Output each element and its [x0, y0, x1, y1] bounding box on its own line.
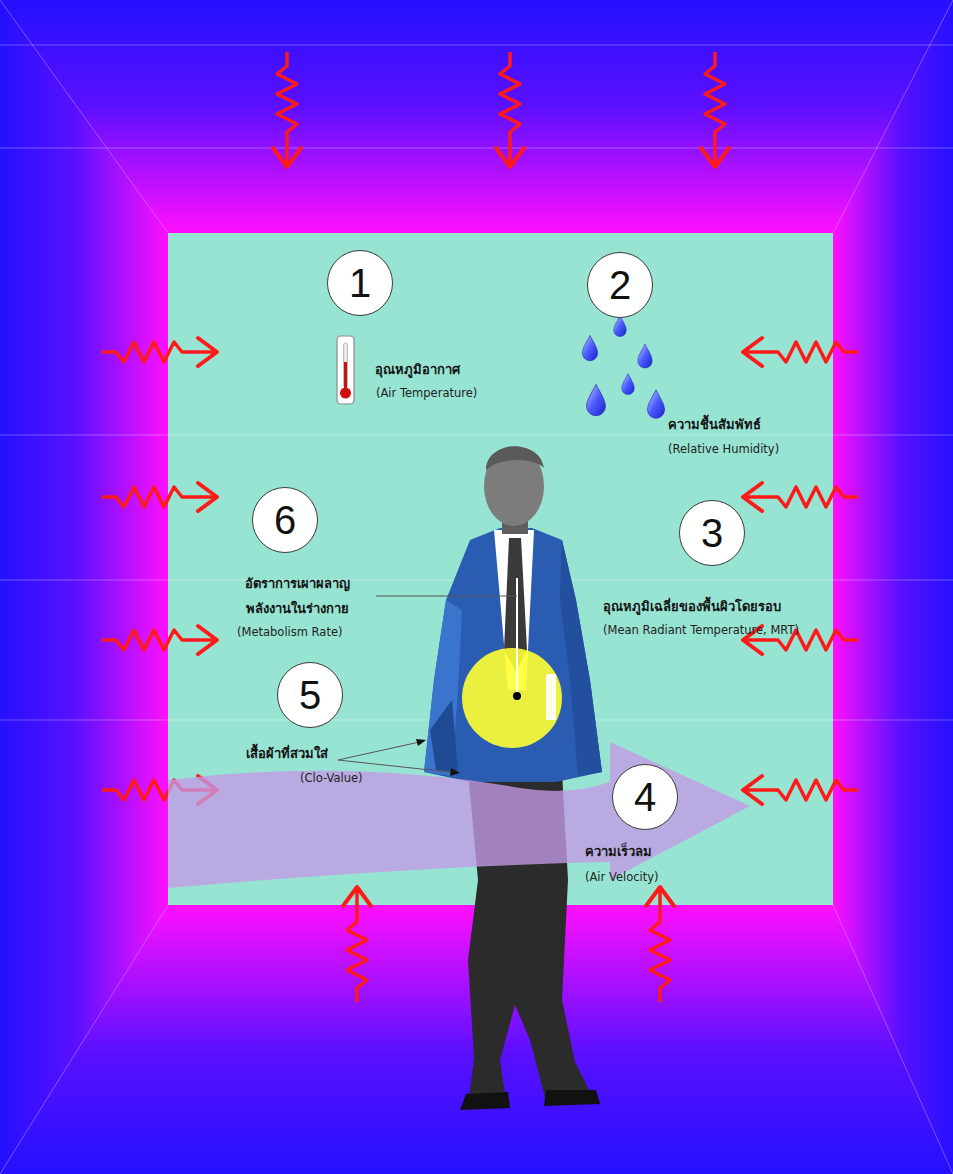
english-label: (Metabolism Rate): [237, 623, 342, 641]
thermometer-icon: [337, 336, 354, 404]
thai-label: ความเร็วลม: [585, 839, 652, 864]
callout-number: 6: [274, 500, 296, 540]
thai-label: ความชื้นสัมพัทธ์: [668, 412, 761, 437]
callout-circle: 2: [587, 252, 653, 318]
thai-label: เสื้อผ้าที่สวมใส่: [246, 741, 328, 766]
thai-label: อุณหภูมิเฉลี่ยของพื้นผิวโดยรอบ: [603, 594, 781, 619]
air-flow-arrow: [168, 742, 750, 888]
english-label: (Mean Radiant Temperature, MRT): [603, 621, 799, 639]
callout-number: 5: [299, 675, 321, 715]
right-wall: [833, 0, 953, 1174]
ceiling-wall: [0, 0, 953, 233]
leader-lines: [338, 596, 517, 773]
thai-label: อุณหภูมิอากาศ: [375, 357, 460, 382]
thai-label: อัตราการเผาผลาญ พลังงานในร่างกาย: [236, 571, 358, 621]
callout-number: 1: [349, 263, 371, 303]
callout-circle: 3: [679, 500, 745, 566]
heat-radiation-arrows: [102, 52, 858, 1002]
callout-number: 4: [634, 777, 656, 817]
english-label: (Relative Humidity): [668, 440, 779, 458]
english-label: (Air Velocity): [585, 868, 659, 886]
humidity-drops: [582, 316, 664, 419]
callout-circle: 1: [327, 250, 393, 316]
callout-circle: 5: [277, 662, 343, 728]
left-wall: [0, 0, 168, 1174]
callout-circle: 4: [612, 764, 678, 830]
english-label: (Air Temperature): [376, 384, 477, 402]
room-interior: [168, 233, 833, 905]
leader-arrowheads: [416, 739, 460, 776]
callout-number: 2: [609, 265, 631, 305]
english-label: (Clo-Value): [300, 769, 363, 787]
callout-number: 3: [701, 513, 723, 553]
callout-circle: 6: [252, 487, 318, 553]
